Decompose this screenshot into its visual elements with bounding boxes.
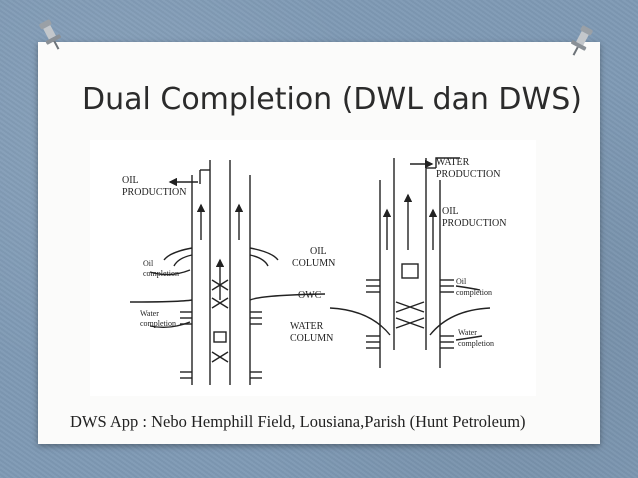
label-oil-column-2: COLUMN [292, 258, 335, 269]
label-owc: OWC [298, 290, 322, 301]
label-oil-completion-2: completion [143, 269, 179, 278]
label-oil-column: OIL [310, 246, 327, 257]
label-oil-production: OIL [122, 175, 139, 186]
left-well-schematic [129, 160, 326, 385]
label-oil-production-right: OIL [442, 206, 459, 217]
label-water-completion-right: Water [458, 328, 477, 337]
label-water-completion-right-2: completion [458, 339, 494, 348]
label-water-production-2: PRODUCTION [436, 169, 500, 180]
thumbtack-icon [571, 25, 593, 56]
label-oil-completion-right-2: completion [456, 288, 492, 297]
label-water-completion: Water [140, 309, 159, 318]
label-oil-production-2: PRODUCTION [122, 187, 186, 198]
slide-title: Dual Completion (DWL dan DWS) [82, 82, 582, 117]
label-oil-completion-right: Oil [456, 277, 467, 286]
label-water-column-2: COLUMN [290, 333, 333, 344]
slide-caption: DWS App : Nebo Hemphill Field, Lousiana,… [70, 412, 526, 431]
label-water-production: WATER [436, 157, 470, 168]
label-oil-completion: Oil [143, 259, 154, 268]
dual-completion-diagram: OIL PRODUCTION Oil completion Water comp… [90, 140, 536, 396]
right-well-schematic [329, 157, 491, 368]
label-oil-production-right-2: PRODUCTION [442, 218, 506, 229]
thumbtack-icon [39, 19, 61, 50]
label-water-column: WATER [290, 321, 324, 332]
well-schematics: OIL PRODUCTION Oil completion Water comp… [122, 157, 506, 385]
label-water-completion-2: completion [140, 319, 176, 328]
